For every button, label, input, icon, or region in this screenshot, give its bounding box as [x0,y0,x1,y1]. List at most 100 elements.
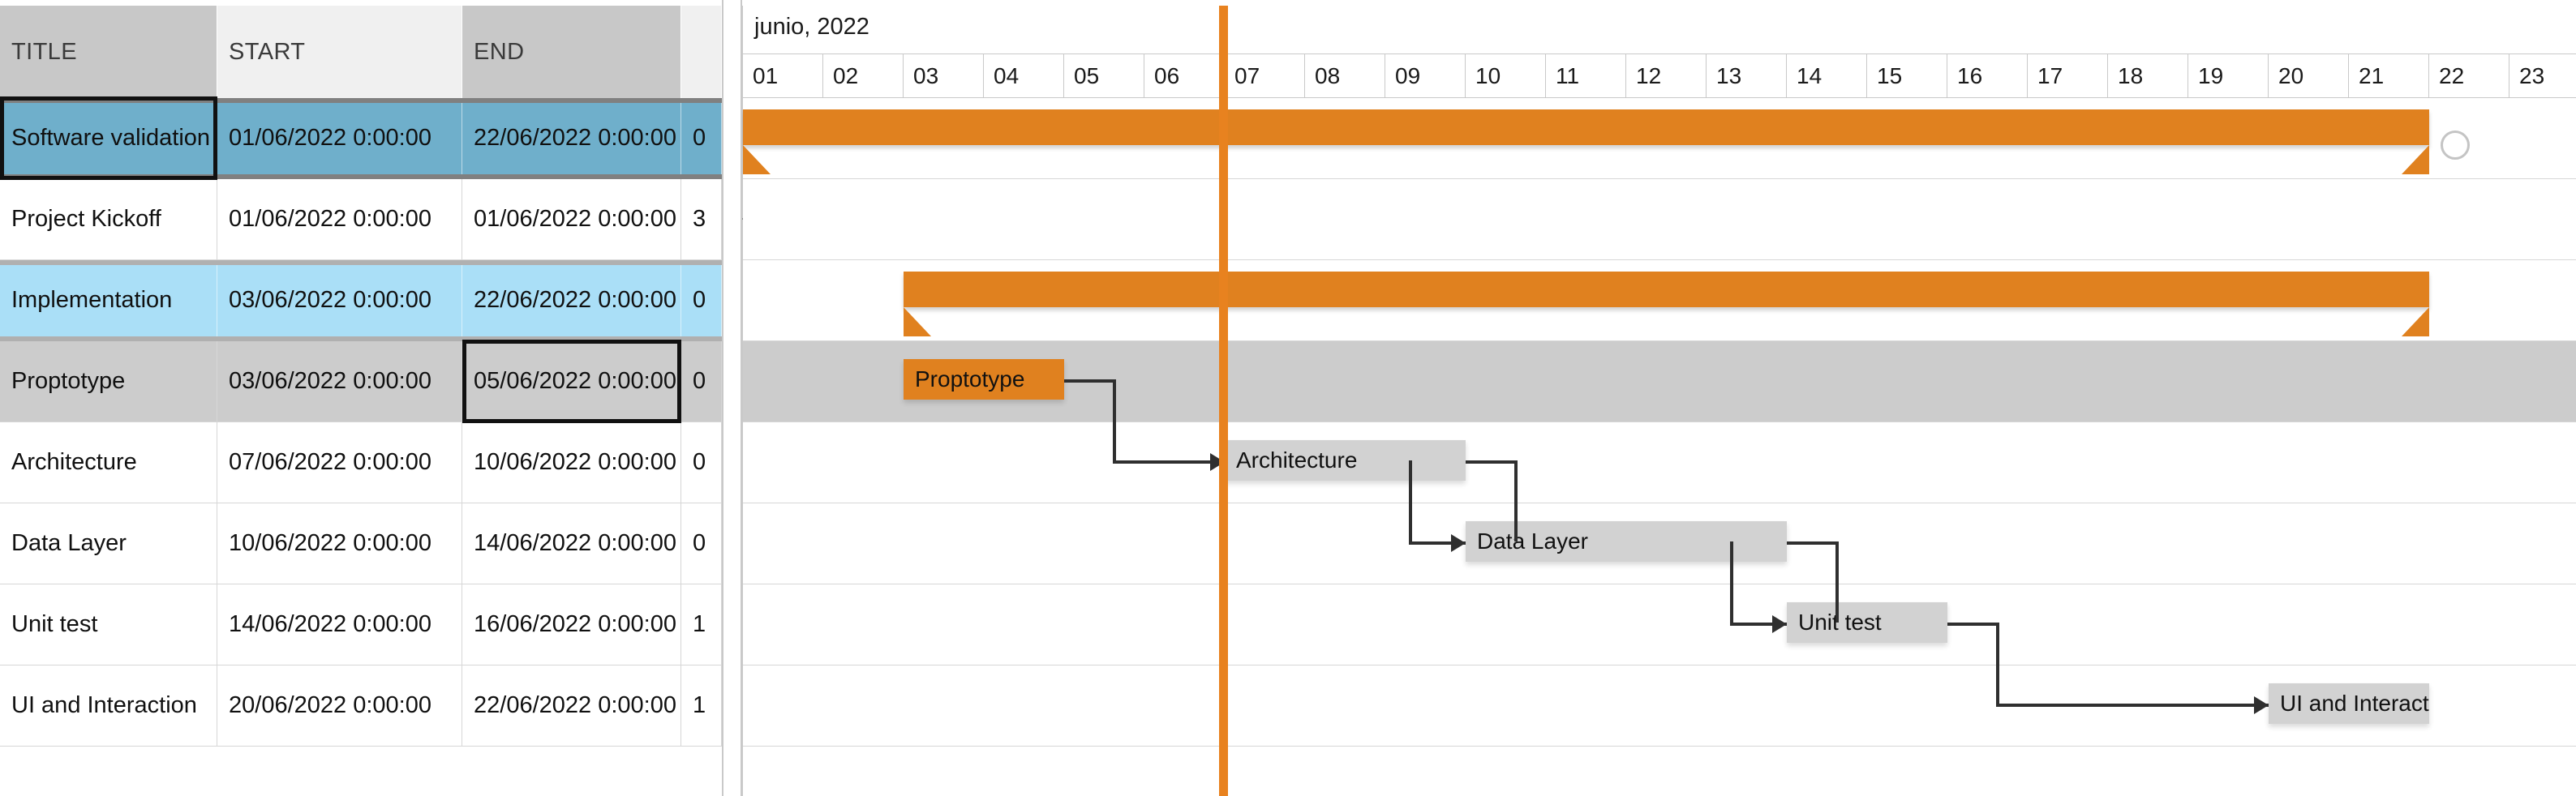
dependency-line [1168,460,1225,464]
bar-resize-handle[interactable] [2441,131,2470,160]
column-header-start[interactable]: START [217,6,462,98]
summary-bar[interactable] [904,272,2429,336]
table-cell-clip[interactable]: 0 [681,503,722,584]
timeline-day-cell[interactable]: 22 [2428,54,2509,98]
table-cell-clip[interactable]: 0 [681,98,722,178]
task-bar[interactable]: Architecture [1225,440,1466,481]
timeline-day-cell[interactable]: 04 [983,54,1063,98]
table-cell-clip[interactable]: 0 [681,422,722,503]
table-cell-end[interactable]: 10/06/2022 0:00:00 [462,422,681,503]
dependency-arrowhead [1451,534,1466,552]
dependency-line [1064,379,1113,383]
table-cell-clip[interactable]: 0 [681,260,722,340]
table-cell-title[interactable]: Software validation [0,98,217,178]
table-cell-start[interactable]: 03/06/2022 0:00:00 [217,341,462,422]
timeline-day-cell[interactable]: 18 [2107,54,2187,98]
table-cell-title[interactable]: Proptotype [0,341,217,422]
table-cell-title[interactable]: Project Kickoff [0,179,217,259]
table-cell-clip[interactable]: 0 [681,341,722,422]
table-cell-title[interactable]: Architecture [0,422,217,503]
today-marker-line [1219,6,1228,796]
timeline-day-cell[interactable]: 20 [2268,54,2348,98]
timeline-row[interactable] [743,179,2576,260]
task-bar[interactable]: Data Layer [1466,521,1787,562]
table-cell-end[interactable]: 22/06/2022 0:00:00 [462,665,681,746]
table-cell-start[interactable]: 10/06/2022 0:00:00 [217,503,462,584]
timeline-day-cell[interactable]: 15 [1866,54,1947,98]
timeline-day-cell[interactable]: 23 [2509,54,2576,98]
timeline-day-cell[interactable]: 17 [2027,54,2107,98]
timeline-day-cell[interactable]: 12 [1625,54,1706,98]
dependency-line [1947,623,1996,626]
table-cell-end[interactable]: 05/06/2022 0:00:00 [462,341,681,422]
summary-bar-right-tail [2402,145,2429,174]
timeline-month-header: junio, 2022 [742,6,2576,54]
table-cell-start[interactable]: 07/06/2022 0:00:00 [217,422,462,503]
summary-bar-right-tail [2402,307,2429,336]
table-cell-end[interactable]: 14/06/2022 0:00:00 [462,503,681,584]
task-bar-label: Architecture [1236,447,1358,473]
task-bar[interactable]: Proptotype [904,359,1064,400]
table-cell-title[interactable]: Data Layer [0,503,217,584]
table-cell-start[interactable]: 20/06/2022 0:00:00 [217,665,462,746]
table-cell-start[interactable]: 03/06/2022 0:00:00 [217,260,462,340]
table-cell-end[interactable]: 01/06/2022 0:00:00 [462,179,681,259]
dependency-line [1996,704,2212,707]
timeline-day-cell[interactable]: 10 [1465,54,1545,98]
table-cell-title[interactable]: Implementation [0,260,217,340]
task-bar[interactable]: UI and Interaction [2269,683,2429,724]
task-bar-label: Data Layer [1477,529,1588,554]
timeline-row[interactable] [743,422,2576,503]
timeline-day-cell[interactable]: 03 [903,54,983,98]
timeline-day-cell[interactable]: 01 [742,54,822,98]
table-cell-title[interactable]: Unit test [0,584,217,665]
table-cell-clip[interactable]: 3 [681,179,722,259]
task-bar-label: Proptotype [915,366,1025,392]
dependency-line [1113,460,1168,464]
timeline-day-cell[interactable]: 21 [2348,54,2428,98]
column-header-clipped[interactable] [681,6,722,98]
table-cell-title[interactable]: UI and Interaction [0,665,217,746]
timeline-day-cell[interactable]: 11 [1545,54,1625,98]
dependency-line [1113,379,1116,460]
timeline-day-cell[interactable]: 16 [1947,54,2027,98]
timeline-day-cell[interactable]: 07 [1224,54,1304,98]
column-header-title[interactable]: TITLE [0,6,217,98]
table-cell-start[interactable]: 01/06/2022 0:00:00 [217,179,462,259]
table-cell-clip[interactable]: 1 [681,665,722,746]
summary-bar[interactable] [743,109,2429,174]
table-cell-start[interactable]: 14/06/2022 0:00:00 [217,584,462,665]
table-cell-end[interactable]: 22/06/2022 0:00:00 [462,98,681,178]
summary-bar-left-tail [743,145,771,174]
column-header-end[interactable]: END [462,6,681,98]
table-cell-clip[interactable]: 1 [681,584,722,665]
timeline-day-cell[interactable]: 08 [1304,54,1385,98]
task-bar[interactable]: Unit test [1787,602,1947,643]
dependency-arrowhead [1772,615,1787,633]
milestone-marker[interactable] [742,197,743,241]
timeline-day-cell[interactable]: 14 [1786,54,1866,98]
timeline-day-cell[interactable]: 02 [822,54,903,98]
timeline-day-cell[interactable]: 13 [1706,54,1786,98]
table-cell-start[interactable]: 01/06/2022 0:00:00 [217,98,462,178]
table-cell-end[interactable]: 16/06/2022 0:00:00 [462,584,681,665]
timeline-row[interactable] [743,584,2576,665]
timeline-day-cell[interactable]: 06 [1144,54,1224,98]
timeline-day-cell[interactable]: 19 [2187,54,2268,98]
timeline-day-cell[interactable]: 05 [1063,54,1144,98]
pane-splitter[interactable] [722,0,742,796]
dependency-line [1996,623,1999,704]
timeline-day-cell[interactable]: 09 [1385,54,1465,98]
dependency-line [1466,460,1514,464]
table-cell-end[interactable]: 22/06/2022 0:00:00 [462,260,681,340]
